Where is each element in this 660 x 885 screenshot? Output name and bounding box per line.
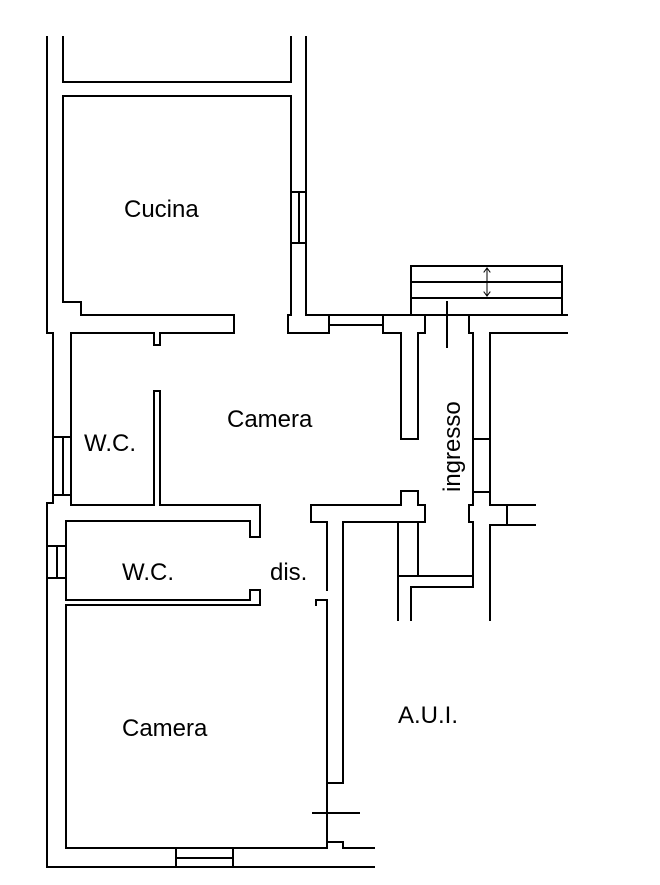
wall (62, 36, 292, 83)
wall (410, 575, 474, 621)
wall (315, 599, 328, 849)
room-label-wc-upper: W.C. (84, 430, 136, 457)
room-label-entrance: ingresso (439, 401, 466, 492)
wall (310, 490, 426, 621)
wall (489, 524, 536, 621)
room-label-kitchen: Cucina (124, 196, 199, 223)
wall (62, 95, 235, 438)
wall (342, 521, 399, 784)
room-label-bedroom-lower: Camera (122, 715, 208, 742)
wall (382, 332, 426, 440)
room-labels: Cucina Camera W.C. W.C. dis. Camera A.U.… (84, 196, 466, 742)
wall (46, 36, 375, 868)
wall (342, 841, 375, 849)
wall (468, 332, 474, 577)
room-label-hallway: dis. (270, 559, 307, 586)
walls (46, 36, 568, 868)
stairs (410, 265, 563, 316)
wall (65, 390, 328, 849)
room-label-wc-lower: W.C. (122, 559, 174, 586)
room-label-bedroom-upper: Camera (227, 406, 313, 433)
room-label-other-unit: A.U.I. (398, 702, 458, 729)
wall (62, 95, 330, 334)
window (52, 436, 72, 506)
stair-direction-arrow-icon (483, 267, 491, 297)
wall (305, 36, 568, 316)
wall (489, 332, 536, 506)
